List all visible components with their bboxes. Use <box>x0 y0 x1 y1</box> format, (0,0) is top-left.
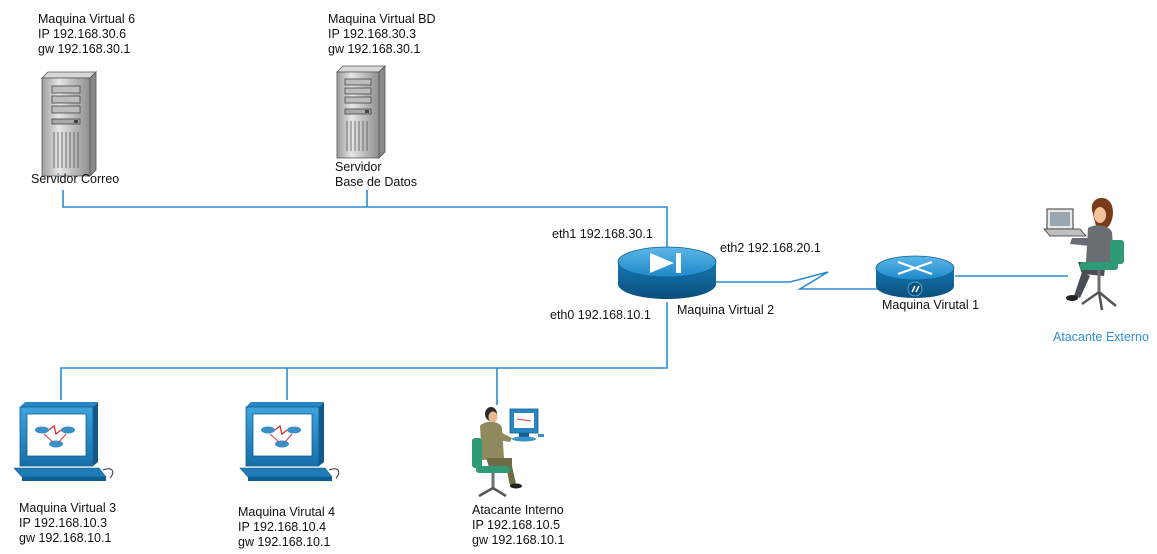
workstation-icon <box>13 402 114 481</box>
vmbd-caption: Servidor Base de Datos <box>335 160 417 190</box>
link-server-bus <box>62 190 668 250</box>
node-name: Maquina Virtual 6 <box>38 12 136 26</box>
node-gateway: gw 192.168.30.1 <box>328 42 421 56</box>
node-gateway: gw 192.168.10.1 <box>19 531 112 545</box>
network-links <box>60 190 1068 405</box>
vm4-label: Maquina Virutal 4 IP 192.168.10.4 gw 192… <box>238 505 335 550</box>
vm1-name: Maquina Virutal 1 <box>882 298 980 312</box>
node-name: Atacante Interno <box>472 503 564 517</box>
database-server-icon <box>336 65 386 159</box>
node-ip: IP 192.168.30.3 <box>328 27 417 41</box>
node-name: Maquina Virtual 3 <box>19 501 117 515</box>
router-icon <box>875 255 955 298</box>
node-gateway: gw 192.168.10.1 <box>238 535 331 549</box>
vm2-name: Maquina Virtual 2 <box>677 303 775 317</box>
link-serial-vm2-vm1 <box>716 271 880 290</box>
external-attacker-name: Atacante Externo <box>1053 330 1149 344</box>
node-ip: IP 192.168.10.4 <box>238 520 327 534</box>
vm6-caption: Servidor Correo <box>31 172 120 186</box>
vm3-label: Maquina Virtual 3 IP 192.168.10.3 gw 192… <box>19 501 116 546</box>
server-icon <box>41 71 97 177</box>
link-lan-bus <box>60 302 668 400</box>
eth1-label: eth1 192.168.30.1 <box>552 227 653 241</box>
node-ip: IP 192.168.10.3 <box>19 516 108 530</box>
vmbd-label: Maquina Virtual BD IP 192.168.30.3 gw 19… <box>328 12 435 57</box>
workstation-icon <box>239 402 340 481</box>
eth2-label: eth2 192.168.20.1 <box>720 241 821 255</box>
node-name: Maquina Virtual BD <box>328 12 436 26</box>
node-gateway: gw 192.168.10.1 <box>472 533 565 547</box>
internal-attacker-label: Atacante Interno IP 192.168.10.5 gw 192.… <box>472 503 564 548</box>
caption-line: Servidor <box>335 160 382 174</box>
eth0-label: eth0 192.168.10.1 <box>550 308 651 322</box>
node-ip: IP 192.168.30.6 <box>38 27 127 41</box>
node-ip: IP 192.168.10.5 <box>472 518 561 532</box>
firewall-appliance-icon <box>617 246 717 299</box>
node-gateway: gw 192.168.30.1 <box>38 42 131 56</box>
vm6-label: Maquina Virtual 6 IP 192.168.30.6 gw 192… <box>38 12 135 57</box>
node-name: Maquina Virutal 4 <box>238 505 336 519</box>
caption-line: Base de Datos <box>335 175 417 189</box>
external-attacker-icon <box>1043 197 1124 311</box>
internal-attacker-icon <box>472 407 544 498</box>
